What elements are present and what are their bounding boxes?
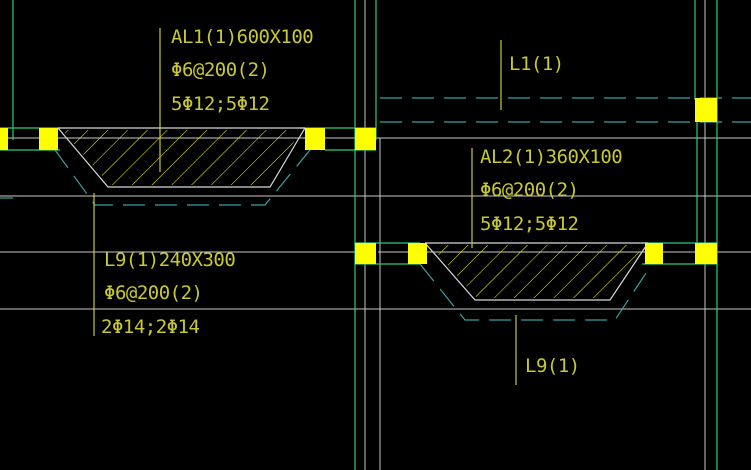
al1-name-label: AL1(1)600X100 [171,26,313,48]
dashed-beam-lines [0,97,751,321]
column-block [355,128,376,150]
column-block [39,128,58,150]
column-block [695,243,717,264]
dashed-beam-outline [54,149,311,206]
hatch-section-al2 [430,245,644,298]
al2-stirrup-label: Φ6@200(2) [480,179,578,201]
column-block [408,243,427,264]
l9-left-stirrup-label: Φ6@200(2) [104,282,202,304]
column-block [695,98,717,122]
column-lines [0,0,718,470]
column-block [305,128,325,150]
column-blocks [0,98,717,264]
beam-outline-al1 [57,127,306,188]
l9-left-name-label: L9(1)240X300 [104,249,235,271]
leader-lines [93,28,517,385]
column-block [0,128,8,150]
column-block [645,243,663,264]
beam-outlines [57,127,649,301]
al2-rebar-label: 5Φ12;5Φ12 [480,213,578,235]
l9-right-name-label: L9(1) [525,355,580,377]
dashed-beam-outline [419,263,653,321]
al2-name-label: AL2(1)360X100 [480,146,622,168]
al1-rebar-label: 5Φ12;5Φ12 [171,93,269,115]
l9-left-rebar-label: 2Φ14;2Φ14 [101,316,200,338]
hatch-section-al1 [62,130,301,185]
column-block [355,243,376,264]
l1-name-label: L1(1) [509,53,564,75]
al1-stirrup-label: Φ6@200(2) [171,59,269,81]
beam-outline-al2 [424,242,649,301]
annotation-labels: AL1(1)600X100 Φ6@200(2) 5Φ12;5Φ12 L1(1) … [101,26,623,377]
